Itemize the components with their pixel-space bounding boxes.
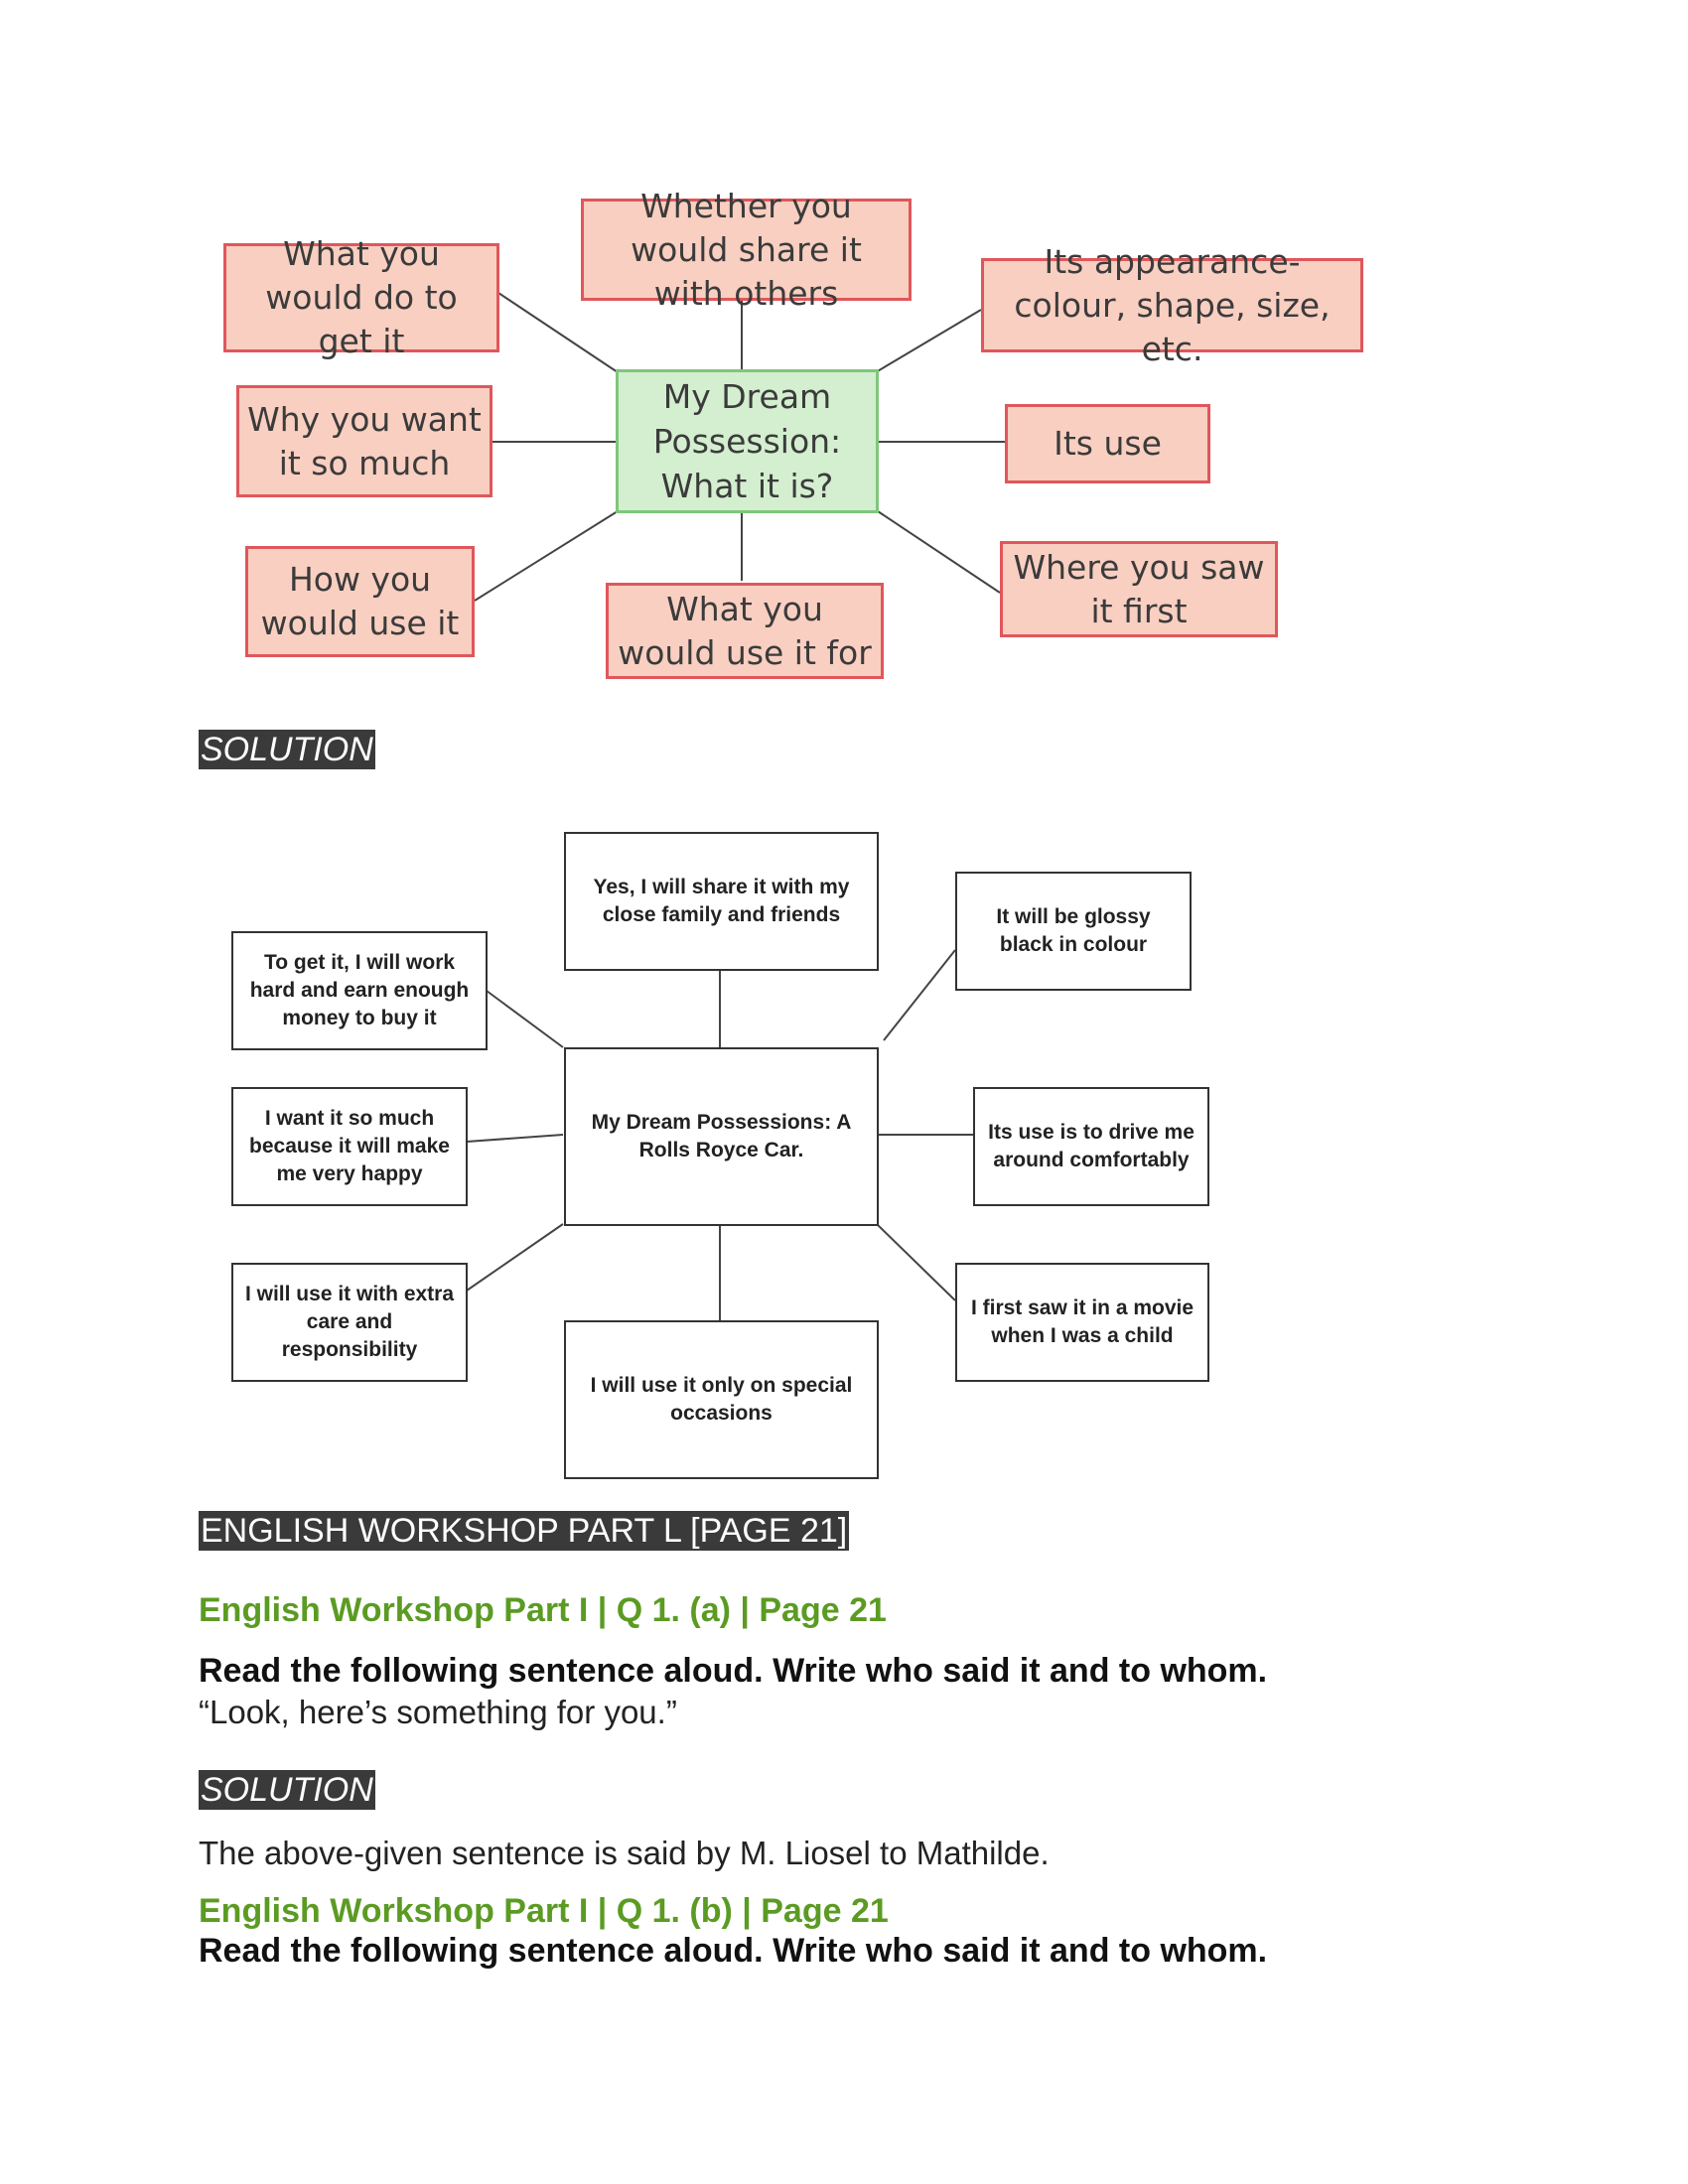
node-center-dream-possession: My Dream Possession: What it is?: [616, 369, 879, 513]
q1a-sentence: “Look, here’s something for you.”: [199, 1694, 677, 1730]
node-use-for: What you would use it for: [606, 583, 884, 679]
node-do-to-get: What you would do to get it: [223, 234, 499, 360]
connector: [466, 1223, 564, 1292]
connector: [466, 1134, 564, 1143]
q1b-heading: English Workshop Part I | Q 1. (b) | Pag…: [199, 1892, 889, 1930]
connector: [486, 990, 564, 1048]
q1a-heading: English Workshop Part I | Q 1. (a) | Pag…: [199, 1591, 887, 1629]
sol-node-colour: It will be glossy black in colour: [955, 872, 1192, 991]
connector: [876, 1223, 956, 1301]
sol-node-first-saw: I first saw it in a movie when I was a c…: [955, 1263, 1209, 1382]
solution-label: SOLUTION: [199, 730, 375, 769]
sol-node-share: Yes, I will share it with my close famil…: [564, 832, 879, 971]
solution-label-2: SOLUTION: [199, 1770, 375, 1810]
node-use: Its use: [1005, 404, 1210, 483]
sol-node-occasions: I will use it only on special occasions: [564, 1320, 879, 1479]
q1a-instruction: Read the following sentence aloud. Write…: [199, 1652, 1268, 1690]
connector: [883, 949, 956, 1041]
q1b-instruction: Read the following sentence aloud. Write…: [199, 1932, 1268, 1970]
sol-node-use: Its use is to drive me around comfortabl…: [973, 1087, 1209, 1206]
connector: [474, 510, 619, 602]
node-appearance: Its appearance- colour, shape, size, etc…: [981, 242, 1363, 368]
node-where-saw: Where you saw it first: [1000, 541, 1278, 637]
sol-node-get: To get it, I will work hard and earn eno…: [231, 931, 488, 1050]
node-share: Whether you would share it with others: [581, 187, 912, 313]
sol-node-care: I will use it with extra care and respon…: [231, 1263, 468, 1382]
connector: [875, 309, 982, 373]
connector: [497, 292, 619, 373]
sol-node-center-rolls-royce: My Dream Possessions: A Rolls Royce Car.: [564, 1047, 879, 1226]
workshop-label: ENGLISH WORKSHOP PART L [PAGE 21]: [199, 1511, 850, 1551]
node-how-use: How you would use it: [245, 546, 475, 657]
node-why: Why you want it so much: [236, 385, 492, 497]
connector: [877, 510, 1001, 594]
answer-1a: The above-given sentence is said by M. L…: [199, 1835, 1050, 1871]
sol-node-why: I want it so much because it will make m…: [231, 1087, 468, 1206]
